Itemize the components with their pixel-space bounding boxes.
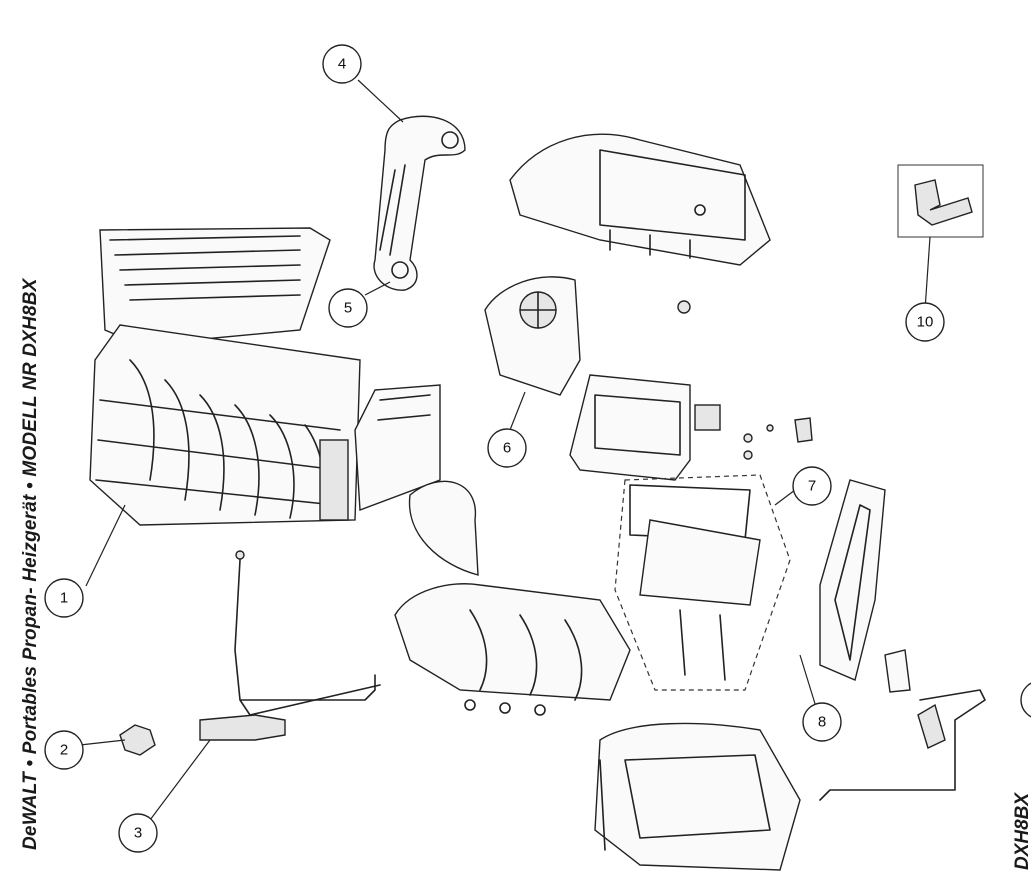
part-base-shell [394,583,631,716]
part-control-module [569,374,721,481]
callout-3: 3 [118,813,158,853]
small-knob [677,300,691,314]
callout-1: 1 [44,578,84,618]
callout-10: 10 [905,302,945,342]
part-regulator-plate [484,276,581,396]
part-lower-frame [594,722,801,871]
part-valve-assembly [119,550,381,756]
part-reflector-shield [354,384,441,511]
callout-label: 4 [338,56,346,73]
callout-8: 8 [802,702,842,742]
callout-label: 6 [503,440,511,457]
callout-label: 3 [134,825,142,842]
callout-label: 7 [808,478,816,495]
callout-5: 5 [328,288,368,328]
callout-4: 4 [322,44,362,84]
part-base-plate [819,479,886,681]
callout-7: 7 [792,466,832,506]
callout-label: 8 [818,714,826,731]
callout-partial [1020,682,1031,718]
callout-label: 5 [344,300,352,317]
part-front-guard [89,227,361,526]
part-rear-housing [509,133,771,266]
part-10-box [897,164,984,238]
part-half-disc [408,480,479,576]
callout-6: 6 [487,428,527,468]
callout-label: 2 [60,742,68,759]
part-burner-assembly [614,474,791,691]
callout-label: 10 [917,314,934,331]
part-small-hardware [743,417,813,460]
part-igniter-tube [819,649,986,801]
part-handle [373,115,466,291]
callout-label: 1 [60,590,68,607]
callout-2: 2 [44,730,84,770]
